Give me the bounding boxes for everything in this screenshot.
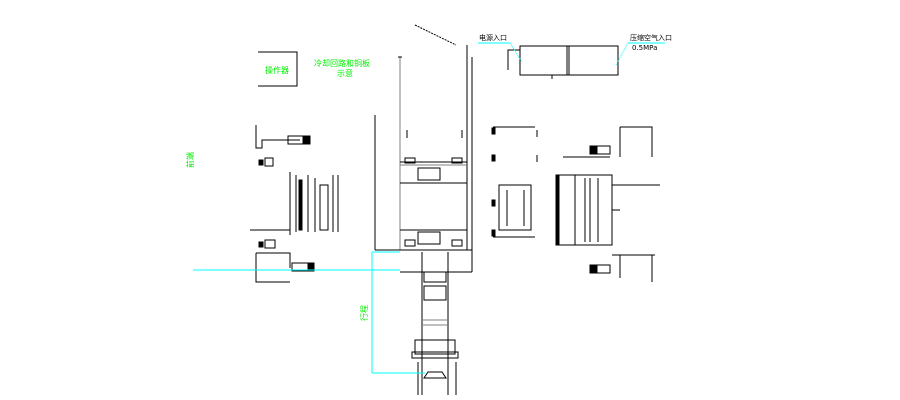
dimension-lines (193, 42, 665, 374)
side-view-block (491, 126, 538, 238)
cooling-label: 冷却回路和铜板 (314, 58, 370, 68)
power-inlet-label: 电源入口 (479, 33, 507, 42)
operator-box (258, 51, 298, 87)
power-air-box (507, 45, 619, 79)
air-inlet-label: 压缩空气入口 (630, 33, 672, 42)
air-pressure-label: 0.5MPa (632, 44, 657, 52)
cooling-label-2: 示意 (337, 68, 353, 78)
left-assembly (250, 125, 339, 283)
stroke-vertical-label: 行程 (359, 305, 369, 321)
lower-column (411, 252, 459, 395)
main-machine-frame (374, 45, 473, 273)
operator-label: 操作器 (265, 65, 289, 75)
right-assembly (555, 126, 660, 282)
left-vertical-label: 前端 (185, 152, 195, 168)
dashed-leader (414, 24, 457, 46)
